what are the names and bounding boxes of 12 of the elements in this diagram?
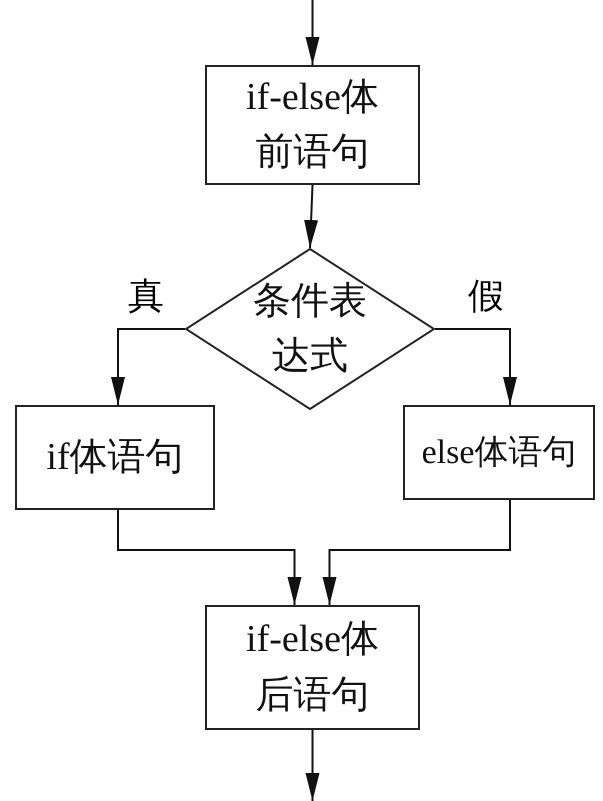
decision-diamond: 条件表达式: [185, 248, 435, 410]
arrow: [117, 510, 302, 605]
process-box: if-else体前语句: [205, 65, 420, 185]
process-box: else体语句: [403, 405, 595, 500]
process-box: if体语句: [15, 405, 215, 510]
arrow: [306, 730, 320, 801]
process-box: if-else体后语句: [205, 605, 420, 730]
arrow: [435, 328, 517, 405]
arrow: [322, 500, 511, 605]
arrow: [111, 328, 185, 405]
arrow: [304, 184, 318, 248]
arrow: [306, 0, 320, 65]
